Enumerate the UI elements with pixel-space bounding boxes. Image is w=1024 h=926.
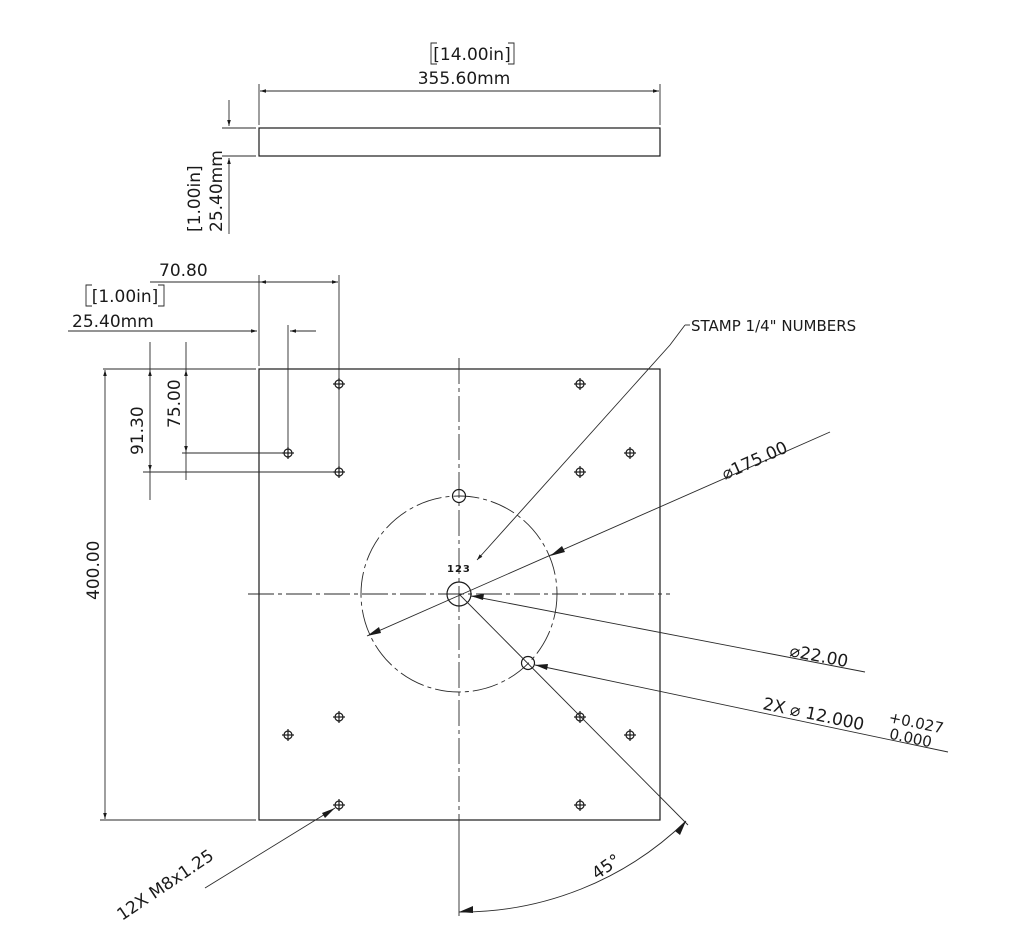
bolt-circle xyxy=(360,495,558,693)
stamp-note: STAMP 1/4" NUMBERS xyxy=(691,317,856,335)
svg-text:⌀22.00: ⌀22.00 xyxy=(788,641,850,672)
dowel-leader xyxy=(534,664,949,753)
threaded-hole xyxy=(333,799,345,811)
threaded-hole xyxy=(333,378,345,390)
threaded-hole xyxy=(574,466,586,478)
center-hole-value: 22.00 xyxy=(798,643,850,672)
angle-ref-line xyxy=(458,593,689,826)
threaded-hole xyxy=(574,378,586,390)
side-width-mm: 355.60mm xyxy=(418,69,511,89)
center-hole-leader xyxy=(470,595,866,673)
threaded-hole xyxy=(624,729,636,741)
side-thickness-mm: 25.40mm xyxy=(207,150,227,232)
plate-outline xyxy=(258,368,661,821)
dowel-prefix: 2X xyxy=(761,694,787,718)
threaded-hole xyxy=(282,729,294,741)
dowel-label: 2X ⌀ 12.000 xyxy=(761,694,866,735)
bolt-circle-leader xyxy=(366,431,831,637)
dowel-tolerance: +0.027 0.000 xyxy=(887,708,945,751)
center-hole xyxy=(446,581,472,607)
dowel-dia: 12.000 xyxy=(804,703,866,735)
threaded-hole xyxy=(574,799,586,811)
dowel-hole-angled xyxy=(520,655,536,671)
dowel-hole-top xyxy=(451,488,467,504)
angle-arc xyxy=(458,820,687,913)
top-view: 70.80 [1.00in] 25.40mm 91.30 75.00 400.0… xyxy=(68,261,949,925)
dim-70-80: 70.80 xyxy=(159,261,208,281)
dim-400: 400.00 xyxy=(84,541,104,600)
threaded-hole xyxy=(574,711,586,723)
thread-note: 12X M8x1.25 xyxy=(114,846,218,925)
threaded-hole xyxy=(333,711,345,723)
dim-75-00: 75.00 xyxy=(165,379,185,428)
bolt-circle-label: ⌀175.00 xyxy=(719,438,791,485)
center-hole-label: ⌀22.00 xyxy=(788,641,850,672)
threaded-hole xyxy=(333,466,345,478)
threaded-hole xyxy=(282,447,294,459)
bolt-circle-value: 175.00 xyxy=(728,438,790,480)
threaded-holes xyxy=(282,378,636,811)
dim-offset-in: [1.00in] xyxy=(92,287,159,307)
dim-91-30: 91.30 xyxy=(128,406,148,455)
side-width-in: [14.00in] xyxy=(433,45,510,65)
svg-text:⌀175.00: ⌀175.00 xyxy=(719,438,791,485)
stamp-text: 123 xyxy=(447,564,471,575)
svg-text:2X ⌀ 12.000: 2X ⌀ 12.000 xyxy=(761,694,866,735)
stamp-leader xyxy=(476,324,686,561)
side-view-outline xyxy=(258,127,661,157)
angle-label: 45° xyxy=(588,850,624,884)
side-thickness-in: [1.00in] xyxy=(185,165,205,232)
thread-leader xyxy=(204,807,336,889)
dim-offset-mm: 25.40mm xyxy=(72,312,154,332)
threaded-hole xyxy=(624,447,636,459)
side-view: [14.00in] 355.60mm [1.00in] 25.40mm xyxy=(185,42,661,234)
